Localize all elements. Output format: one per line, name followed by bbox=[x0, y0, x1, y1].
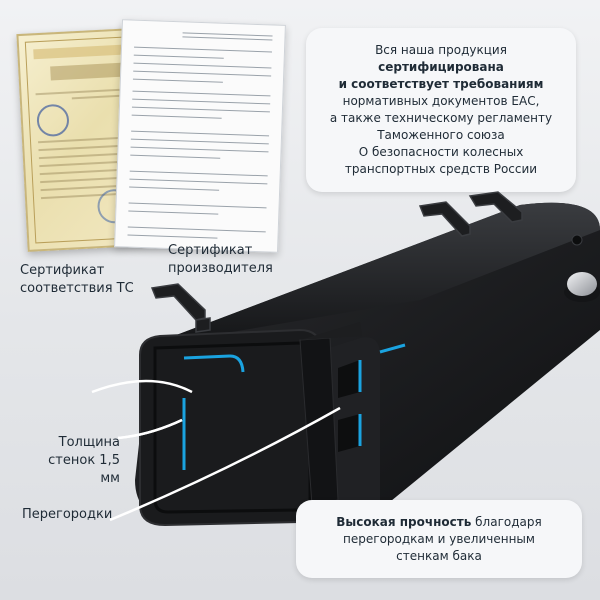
maker-label-line2: производителя bbox=[168, 261, 273, 276]
strength-bold: Высокая прочность bbox=[336, 514, 472, 529]
tank-top-surface bbox=[150, 202, 600, 345]
tc-label-line1: Сертификат bbox=[20, 263, 105, 278]
mounting-bracket-right bbox=[468, 191, 523, 223]
vent-icon bbox=[571, 234, 583, 246]
info-line-4: нормативных документов ЕАС, bbox=[342, 94, 540, 108]
info-line-8: транспортных средств России bbox=[344, 162, 538, 176]
mounting-bracket-middle bbox=[418, 201, 471, 237]
strength-rest: благодаря bbox=[475, 514, 542, 529]
strength-line-1: Высокая прочность благодаря bbox=[336, 514, 541, 531]
partitions-label: Перегородки bbox=[22, 507, 113, 522]
mounting-bracket-left bbox=[150, 283, 211, 333]
certification-info-panel: Вся наша продукция сертифицирована и соо… bbox=[306, 28, 576, 192]
strength-line-2: перегородкам и увеличенным bbox=[343, 531, 535, 546]
strength-info-panel: Высокая прочность благодаря перегородкам… bbox=[296, 500, 582, 578]
info-line-2: сертифицирована bbox=[378, 60, 504, 74]
tc-certificate-label: Сертификат соответствия ТС bbox=[20, 262, 134, 298]
tc-label-line2: соответствия ТС bbox=[20, 281, 134, 296]
info-line-5: а также техническому регламенту bbox=[329, 111, 553, 125]
maker-certificate-label: Сертификат производителя bbox=[168, 242, 273, 278]
fuel-cap-icon bbox=[567, 272, 597, 296]
info-line-7: О безопасности колесных bbox=[358, 145, 524, 159]
thickness-line1: Толщина bbox=[58, 435, 120, 450]
wall-thickness-accent bbox=[183, 354, 231, 360]
side-callout-arrow bbox=[91, 379, 193, 394]
thickness-line2: стенок 1,5 мм bbox=[48, 453, 120, 486]
strength-line-3: стенкам бака bbox=[396, 548, 482, 563]
info-line-3: и соответствует требованиям bbox=[338, 77, 544, 91]
wall-thickness-label: Толщина стенок 1,5 мм bbox=[28, 434, 120, 488]
info-line-1: Вся наша продукция bbox=[375, 43, 507, 57]
partition-callout-arrow bbox=[109, 406, 341, 522]
info-line-6: Таможенного союза bbox=[377, 128, 505, 142]
maker-label-line1: Сертификат bbox=[168, 243, 253, 258]
